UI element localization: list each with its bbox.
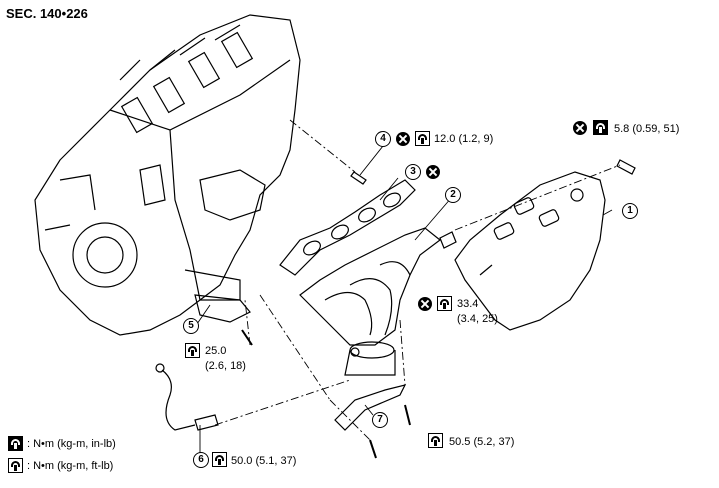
torque-manifold-nut-line2: (3.4, 25) [457, 313, 498, 325]
torque-part6: 50.0 (5.1, 37) [231, 455, 297, 467]
section-label: SEC. 140•226 [6, 6, 88, 21]
wrench-outline-icon [212, 452, 227, 467]
bracket-bolt-drawing [241, 329, 253, 346]
do-not-reuse-icon [418, 297, 432, 311]
wrench-outline-icon [185, 343, 200, 358]
sensor-harness-drawing [161, 369, 196, 431]
do-not-reuse-icon [396, 132, 410, 146]
wrench-outline-icon [415, 131, 430, 146]
heat-insulator-drawing [454, 171, 606, 331]
callout-5: 5 [183, 318, 199, 334]
torque-part5-line1: 25.0 [205, 345, 227, 357]
callout-4: 4 [375, 131, 391, 147]
callout-6: 6 [193, 452, 209, 468]
do-not-reuse-icon [426, 165, 440, 179]
legend-item-ft-lb: : N•m (kg-m, ft-lb) [27, 460, 114, 472]
wrench-filled-icon [593, 120, 608, 135]
bracket-drawing [194, 294, 251, 323]
stud-drawing [350, 171, 367, 185]
wrench-outline-icon [8, 458, 23, 473]
gasket-drawing [279, 179, 416, 276]
wrench-outline-icon [428, 433, 443, 448]
torque-part7: 50.5 (5.2, 37) [449, 436, 515, 448]
exhaust-manifold-drawing [299, 227, 441, 376]
callout-2: 2 [445, 187, 461, 203]
do-not-reuse-icon [573, 121, 587, 135]
legend-item-in-lb: : N•m (kg-m, in-lb) [27, 438, 116, 450]
torque-part1-bolt: 5.8 (0.59, 51) [614, 123, 680, 135]
assembly-guide-lines [214, 119, 621, 441]
torque-part5-line2: (2.6, 18) [205, 360, 246, 372]
engine-block-drawing [34, 14, 301, 336]
wrench-outline-icon [437, 296, 452, 311]
wrench-filled-icon [8, 436, 23, 451]
torque-part4: 12.0 (1.2, 9) [434, 133, 494, 145]
torque-manifold-nut-line1: 33.4 [457, 298, 479, 310]
leader-lines [196, 145, 613, 453]
callout-1: 1 [622, 203, 638, 219]
insulator-bolt-drawing [616, 159, 636, 175]
callout-7: 7 [372, 412, 388, 428]
manifold-nut-drawing [439, 231, 457, 249]
support-bracket-drawing [334, 384, 407, 431]
callout-3: 3 [405, 164, 421, 180]
